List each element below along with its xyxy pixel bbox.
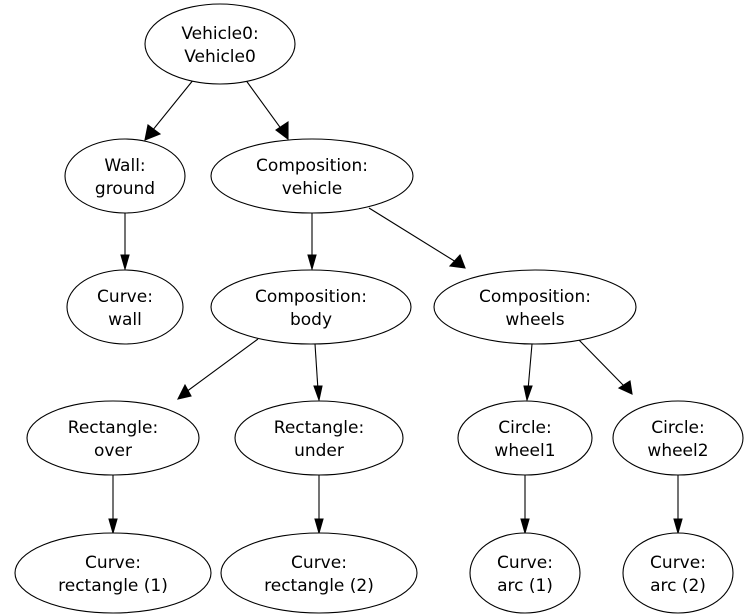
node-ellipse[interactable]: [469, 532, 581, 614]
node-ellipse[interactable]: [612, 400, 744, 476]
node-label-name: rectangle (2): [264, 576, 374, 596]
node-label-type: Rectangle:: [274, 418, 364, 438]
node-label-type: Curve:: [97, 287, 153, 307]
edge-line: [368, 207, 457, 263]
edge-arrowhead-icon: [108, 518, 118, 536]
node-ellipse[interactable]: [234, 400, 404, 476]
node-ellipse[interactable]: [433, 269, 637, 345]
graph-edge: [577, 338, 633, 395]
node-ellipse[interactable]: [622, 532, 734, 614]
graph-node[interactable]: Circle: wheel1: [457, 400, 593, 476]
node-label-type: Composition:: [479, 287, 591, 307]
node-label-type: Wall:: [104, 156, 145, 176]
graph-node[interactable]: Curve: rectangle (2): [220, 532, 418, 614]
node-label-type: Vehicle0:: [181, 24, 258, 44]
node-label-name: under: [294, 441, 344, 461]
node-label-name: wheel2: [647, 441, 708, 461]
node-ellipse[interactable]: [66, 269, 184, 345]
edge-line: [527, 343, 533, 391]
node-ellipse[interactable]: [14, 532, 212, 614]
edge-arrowhead-icon: [314, 518, 324, 536]
edge-arrowhead-icon: [673, 518, 683, 536]
node-label-name: arc (1): [497, 576, 553, 596]
node-label-type: Circle:: [498, 418, 551, 438]
graph-node[interactable]: Curve: wall: [66, 269, 184, 345]
graph-node[interactable]: Curve: arc (2): [622, 532, 734, 614]
node-ellipse[interactable]: [457, 400, 593, 476]
edge-arrowhead-icon: [313, 385, 323, 403]
graph-edge: [520, 475, 530, 536]
node-label-name: rectangle (1): [58, 576, 168, 596]
graph-node[interactable]: Curve: arc (1): [469, 532, 581, 614]
node-ellipse[interactable]: [210, 269, 412, 345]
node-label-type: Curve:: [650, 553, 706, 573]
graph-edge: [108, 475, 118, 536]
node-label-name: wheel1: [494, 441, 555, 461]
edge-arrowhead-icon: [144, 124, 162, 141]
graph-node[interactable]: Rectangle: under: [234, 400, 404, 476]
edge-arrowhead-icon: [448, 253, 466, 269]
edge-arrowhead-icon: [307, 254, 317, 272]
node-label-type: Curve:: [291, 553, 347, 573]
node-label-name: ground: [95, 179, 155, 199]
edge-arrowhead-icon: [120, 254, 130, 272]
graph-edge: [176, 338, 259, 400]
node-label-name: wall: [108, 310, 142, 330]
node-ellipse[interactable]: [144, 3, 296, 85]
edge-arrowhead-icon: [523, 385, 533, 403]
nodes-layer: Vehicle0:Vehicle0Wall:groundComposition:…: [14, 3, 744, 614]
node-label-name: over: [94, 441, 132, 461]
node-ellipse[interactable]: [220, 532, 418, 614]
node-ellipse[interactable]: [26, 400, 200, 476]
edge-line: [314, 343, 319, 391]
node-label-name: arc (2): [650, 576, 706, 596]
node-ellipse[interactable]: [210, 138, 414, 214]
graph-node[interactable]: Composition: wheels: [433, 269, 637, 345]
graph-node[interactable]: Composition: vehicle: [210, 138, 414, 214]
graph-edge: [307, 213, 317, 272]
node-label-type: Curve:: [85, 553, 141, 573]
node-label-type: Circle:: [651, 418, 704, 438]
graph-edge: [144, 78, 195, 141]
edge-arrowhead-icon: [617, 380, 633, 395]
node-label-type: Curve:: [497, 553, 553, 573]
graph-node[interactable]: Vehicle0: Vehicle0: [144, 3, 296, 85]
graph-edge: [314, 475, 324, 536]
edge-line: [151, 78, 195, 132]
node-label-name: vehicle: [282, 179, 343, 199]
graph-node[interactable]: Rectangle: over: [26, 400, 200, 476]
node-label-name: wheels: [505, 310, 564, 330]
graph-edge: [673, 475, 683, 536]
graph-edge: [523, 343, 533, 403]
graph-node[interactable]: Circle: wheel2: [612, 400, 744, 476]
edge-arrowhead-icon: [176, 383, 192, 400]
graph-node[interactable]: Curve: rectangle (1): [14, 532, 212, 614]
node-label-type: Rectangle:: [68, 418, 158, 438]
edges-layer: [108, 78, 683, 536]
node-label-name: body: [290, 310, 332, 330]
node-label-type: Composition:: [256, 156, 368, 176]
graph-edge: [120, 213, 130, 272]
node-label-name: Vehicle0: [184, 47, 256, 67]
edge-line: [577, 338, 626, 388]
edge-arrowhead-icon: [275, 120, 289, 141]
edge-line: [244, 78, 283, 131]
node-ellipse[interactable]: [64, 138, 186, 214]
graph-node[interactable]: Wall: ground: [64, 138, 186, 214]
node-label-type: Composition:: [255, 287, 367, 307]
edge-line: [185, 338, 259, 393]
graph-node[interactable]: Composition: body: [210, 269, 412, 345]
graph-edge: [368, 207, 466, 269]
edge-arrowhead-icon: [520, 518, 530, 536]
graph-edge: [244, 78, 289, 141]
graph-edge: [313, 343, 323, 403]
